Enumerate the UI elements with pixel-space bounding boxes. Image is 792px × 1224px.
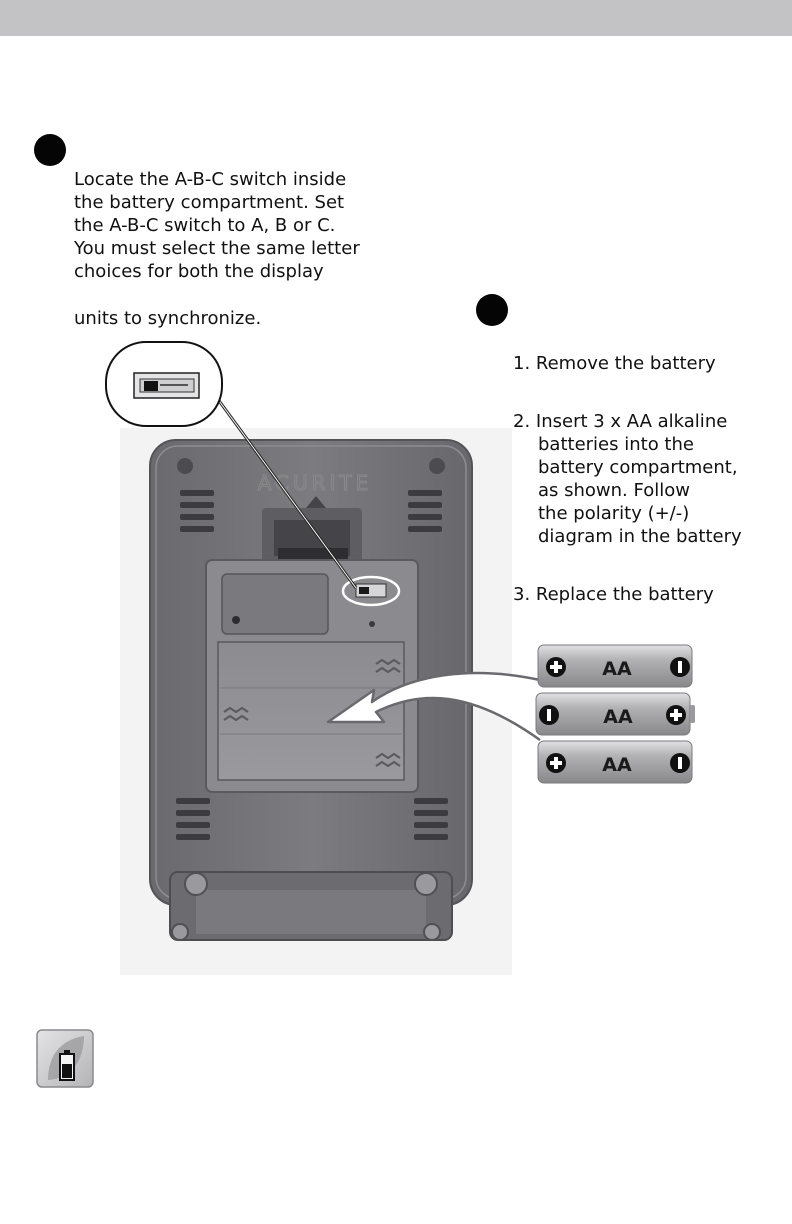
- battery-label: AA: [602, 754, 632, 776]
- table-stand: [169, 871, 453, 941]
- vent-grille-top-left: [180, 490, 214, 532]
- step-2-item-line: 2. Insert 3 x AA alkaline: [513, 411, 728, 432]
- vent-grille-bottom-left: [176, 798, 210, 840]
- aa-battery: AA: [537, 644, 693, 688]
- battery-label: AA: [602, 658, 632, 680]
- insert-arrow: [326, 671, 541, 742]
- step-1-line: choices for both the display: [74, 261, 324, 282]
- sensor-door: [221, 573, 329, 635]
- step-2-item-line: diagram in the battery: [538, 526, 742, 547]
- tip-leaf-battery-icon: [36, 1029, 94, 1088]
- step-1-line: the battery compartment. Set: [74, 192, 345, 213]
- brand-emboss: ACURITE: [258, 471, 373, 495]
- step-1-line: Locate the A-B-C switch inside: [74, 169, 347, 190]
- step-2-item-line: battery compartment,: [538, 457, 738, 478]
- aa-battery: AA: [537, 740, 693, 784]
- step-2-item-line: 3. Replace the battery: [513, 584, 714, 605]
- switch-callout: [105, 341, 223, 427]
- wall-mount-slot: [262, 496, 362, 570]
- step-2-item-line: batteries into the: [538, 434, 694, 455]
- top-header-bar: [0, 0, 792, 36]
- step-1-bullet: [34, 134, 66, 166]
- step-2-item-line: as shown. Follow: [538, 480, 690, 501]
- step-2-item-line: the polarity (+/-): [538, 503, 690, 524]
- step-1-last-line: units to synchronize.: [74, 308, 262, 329]
- step-1-line: the A-B-C switch to A, B or C.: [74, 215, 336, 236]
- screw-hole: [177, 458, 193, 474]
- battery-label: AA: [603, 706, 633, 728]
- vent-grille-top-right: [408, 490, 442, 532]
- step-2-item-line: 1. Remove the battery: [513, 353, 716, 374]
- step-1-line: You must select the same letter: [74, 238, 360, 259]
- switch-highlight: [341, 575, 401, 607]
- step-2-item-2: 2. Insert 3 x AA alkaline batteries into…: [513, 410, 742, 548]
- screw-hole: [429, 458, 445, 474]
- step-2-bullet: [476, 294, 508, 326]
- step-2-item-1: 1. Remove the battery: [513, 352, 716, 375]
- aa-battery: AA: [535, 692, 695, 736]
- abc-switch-knob: [144, 381, 158, 391]
- step-2-item-3: 3. Replace the battery: [513, 583, 714, 606]
- step-1-instructions: Locate the A-B-C switch inside the batte…: [74, 168, 360, 283]
- vent-grille-bottom-right: [414, 798, 448, 840]
